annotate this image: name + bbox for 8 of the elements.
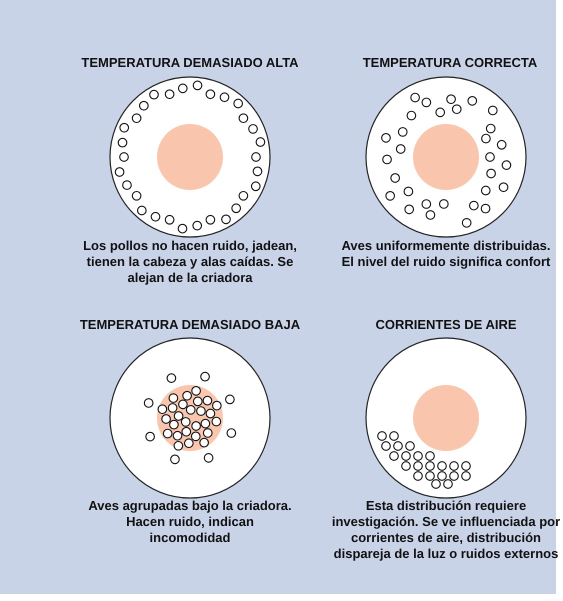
panel-title: TEMPERATURA DEMASIADO BAJA xyxy=(78,317,302,333)
caption-text: Aves agrupadas bajo la criadora. Hacen ruido, indican incomodidad xyxy=(87,498,293,546)
caption-text: Esta distribución requiere investigación. Se ve influenciada por corrientes de aire, distribución dispareja de la luz o ruidos externos xyxy=(331,498,561,562)
panel-title: CORRIENTES DE AIRE xyxy=(374,317,518,333)
panel-title: TEMPERATURA CORRECTA xyxy=(362,55,538,71)
panel-title: TEMPERATURA DEMASIADO ALTA xyxy=(80,55,300,71)
caption-text: Aves uniformemente distribuidas. El nivel del ruido significa confort xyxy=(340,238,552,270)
caption-text: Los pollos no hacen ruido, jadean, tienen la cabeza y alas caídas. Se alejan de la criadora xyxy=(82,238,298,286)
